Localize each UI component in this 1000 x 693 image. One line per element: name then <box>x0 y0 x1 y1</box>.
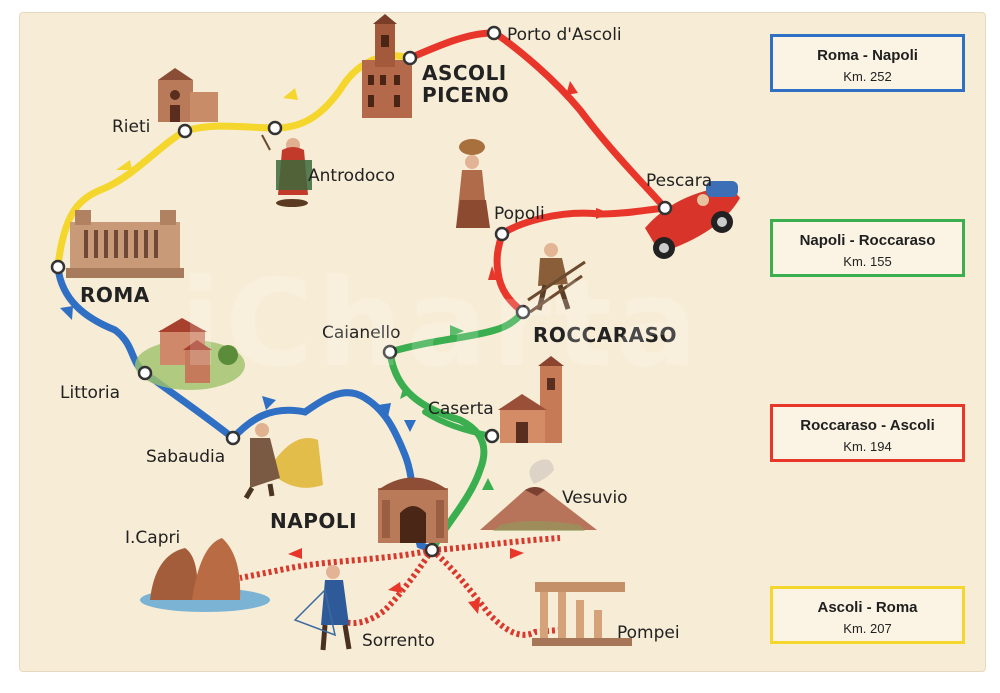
label-porto-dascoli: Porto d'Ascoli <box>507 25 622 45</box>
legend-route: Ascoli - Roma <box>817 599 918 616</box>
legend-km: Km. 194 <box>843 439 892 454</box>
legend-route: Roccaraso - Ascoli <box>800 417 935 434</box>
caserta-cathedral-icon <box>498 356 564 443</box>
label-antrodoco: Antrodoco <box>308 166 395 186</box>
sabaudia-reaper-icon <box>243 423 323 500</box>
legend-km: Km. 207 <box>843 621 892 636</box>
antrodoco-spinner-icon <box>261 134 312 207</box>
popoli-woman-icon <box>456 139 490 228</box>
watermark: iCharta <box>180 255 702 394</box>
roccaraso-skier-icon <box>527 243 586 314</box>
local-excursions <box>239 535 561 638</box>
pescara-racecar-icon <box>645 181 740 259</box>
label-popoli: Popoli <box>494 204 545 224</box>
sorrento-fisherman-icon <box>293 565 352 651</box>
legend-roccaraso-ascoli: Roccaraso - Ascoli Km. 194 <box>770 404 965 462</box>
legend-km: Km. 252 <box>843 69 892 84</box>
napoli-gate-icon <box>378 477 448 543</box>
town-nodes <box>50 25 673 558</box>
legend-napoli-roccaraso: Napoli - Roccaraso Km. 155 <box>770 219 965 277</box>
label-pompei: Pompei <box>617 623 680 643</box>
legend-ascoli-roma: Ascoli - Roma Km. 207 <box>770 586 965 644</box>
roma-monument-icon <box>66 210 184 278</box>
label-caianello: Caianello <box>322 323 401 343</box>
direction-arrows <box>60 81 610 614</box>
pompei-ruins-icon <box>532 582 632 646</box>
label-littoria: Littoria <box>60 383 120 403</box>
label-capri: I.Capri <box>125 528 180 548</box>
label-sorrento: Sorrento <box>362 631 435 651</box>
label-vesuvio: Vesuvio <box>562 488 628 508</box>
label-caserta: Caserta <box>428 399 494 419</box>
label-ascoli-2: PICENO <box>422 83 509 107</box>
route-napoli-roccaraso <box>386 308 527 554</box>
legend-route: Napoli - Roccaraso <box>799 232 936 249</box>
legend-route: Roma - Napoli <box>817 47 918 64</box>
vesuvio-volcano-icon <box>480 459 597 531</box>
label-roccaraso: ROCCARASO <box>533 323 677 347</box>
label-ascoli-1: ASCOLI <box>422 61 507 85</box>
ascoli-tower-icon <box>362 14 412 118</box>
route-roma-napoli <box>54 264 436 554</box>
label-rieti: Rieti <box>112 117 150 137</box>
littoria-farmhouse-icon <box>135 318 245 390</box>
route-roccaraso-ascoli <box>406 29 673 316</box>
label-roma: ROMA <box>80 283 150 307</box>
route-ascoli-roma <box>54 52 414 269</box>
label-pescara: Pescara <box>646 171 712 191</box>
label-napoli: NAPOLI <box>270 509 357 533</box>
legend-roma-napoli: Roma - Napoli Km. 252 <box>770 34 965 92</box>
legend-km: Km. 155 <box>843 254 892 269</box>
capri-rocks-icon <box>140 538 270 612</box>
rieti-church-icon <box>158 68 218 122</box>
label-sabaudia: Sabaudia <box>146 447 225 467</box>
